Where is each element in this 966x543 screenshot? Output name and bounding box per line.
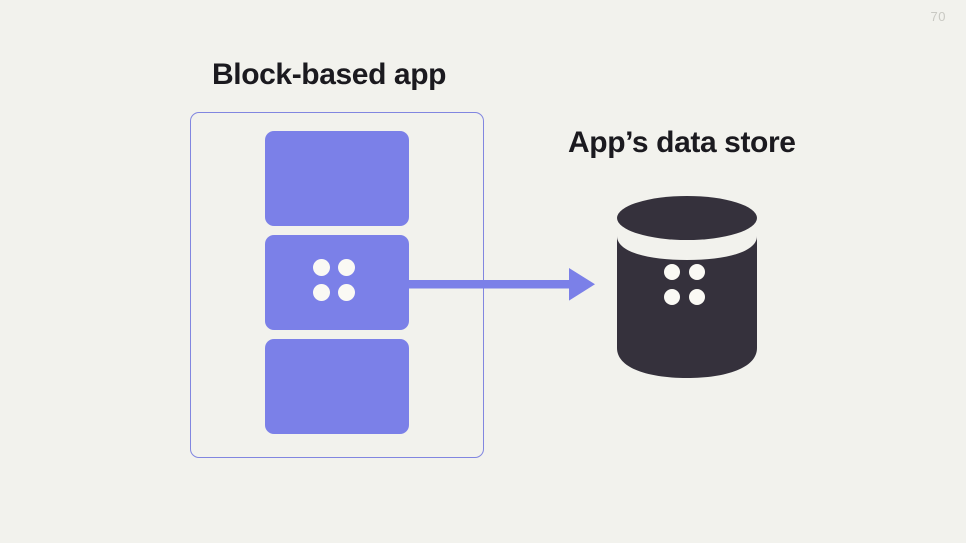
data-dot <box>664 289 680 305</box>
data-dot <box>664 264 680 280</box>
block-bottom <box>265 339 409 434</box>
block-data-dots <box>313 259 355 301</box>
data-store-cylinder <box>617 196 757 378</box>
data-dot <box>313 259 330 276</box>
page-number: 70 <box>930 9 946 24</box>
app-data-store-title: App’s data store <box>568 126 796 159</box>
cylinder-body <box>617 236 757 378</box>
block-based-app-title: Block-based app <box>212 58 447 91</box>
data-dot <box>338 284 355 301</box>
data-store-dots <box>664 264 705 305</box>
cylinder-top-lid <box>617 196 757 240</box>
data-dot <box>338 259 355 276</box>
block-top <box>265 131 409 226</box>
data-dot <box>313 284 330 301</box>
data-dot <box>689 264 705 280</box>
data-dot <box>689 289 705 305</box>
block-middle <box>265 235 409 330</box>
